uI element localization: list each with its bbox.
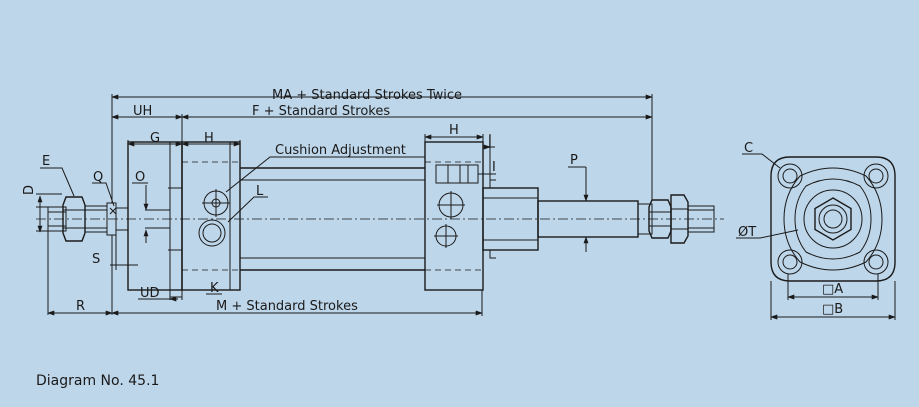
label-uh: UH: [133, 104, 152, 119]
label-s: S: [92, 252, 100, 267]
label-e: E: [42, 154, 50, 169]
label-j: J: [487, 134, 492, 149]
label-r: R: [76, 299, 85, 314]
label-p: P: [570, 153, 578, 168]
diagram-caption: Diagram No. 45.1: [36, 373, 160, 389]
label-t: ØT: [738, 225, 756, 240]
label-d: D: [22, 185, 37, 195]
barrel: [240, 167, 425, 271]
label-o: O: [135, 170, 145, 185]
label-c: C: [744, 141, 753, 156]
label-ma: MA + Standard Strokes Twice: [272, 88, 462, 103]
label-g: G: [150, 131, 160, 146]
label-b: □B: [822, 302, 843, 317]
label-q: Q: [93, 170, 103, 185]
end-view: C ØT □A □B: [736, 141, 896, 320]
label-i: I: [492, 160, 496, 175]
label-m: M + Standard Strokes: [216, 299, 358, 314]
side-view: MA + Standard Strokes Twice UH F + Stand…: [22, 88, 724, 316]
label-l: L: [256, 184, 264, 199]
side-view-labels: MA + Standard Strokes Twice UH F + Stand…: [22, 88, 578, 314]
rear-cover: [127, 141, 183, 291]
rear-flange: [181, 141, 241, 291]
label-f: F + Standard Strokes: [252, 104, 390, 119]
label-ud: UD: [140, 286, 160, 301]
label-h-left: H: [204, 131, 214, 146]
label-cushion: Cushion Adjustment: [275, 143, 406, 158]
label-k: K: [210, 281, 219, 296]
right-rod-end: [648, 194, 715, 244]
label-a: □A: [822, 282, 843, 297]
front-flange: [424, 141, 484, 291]
label-h-right: H: [449, 123, 459, 138]
dimension-lines: [36, 94, 653, 316]
